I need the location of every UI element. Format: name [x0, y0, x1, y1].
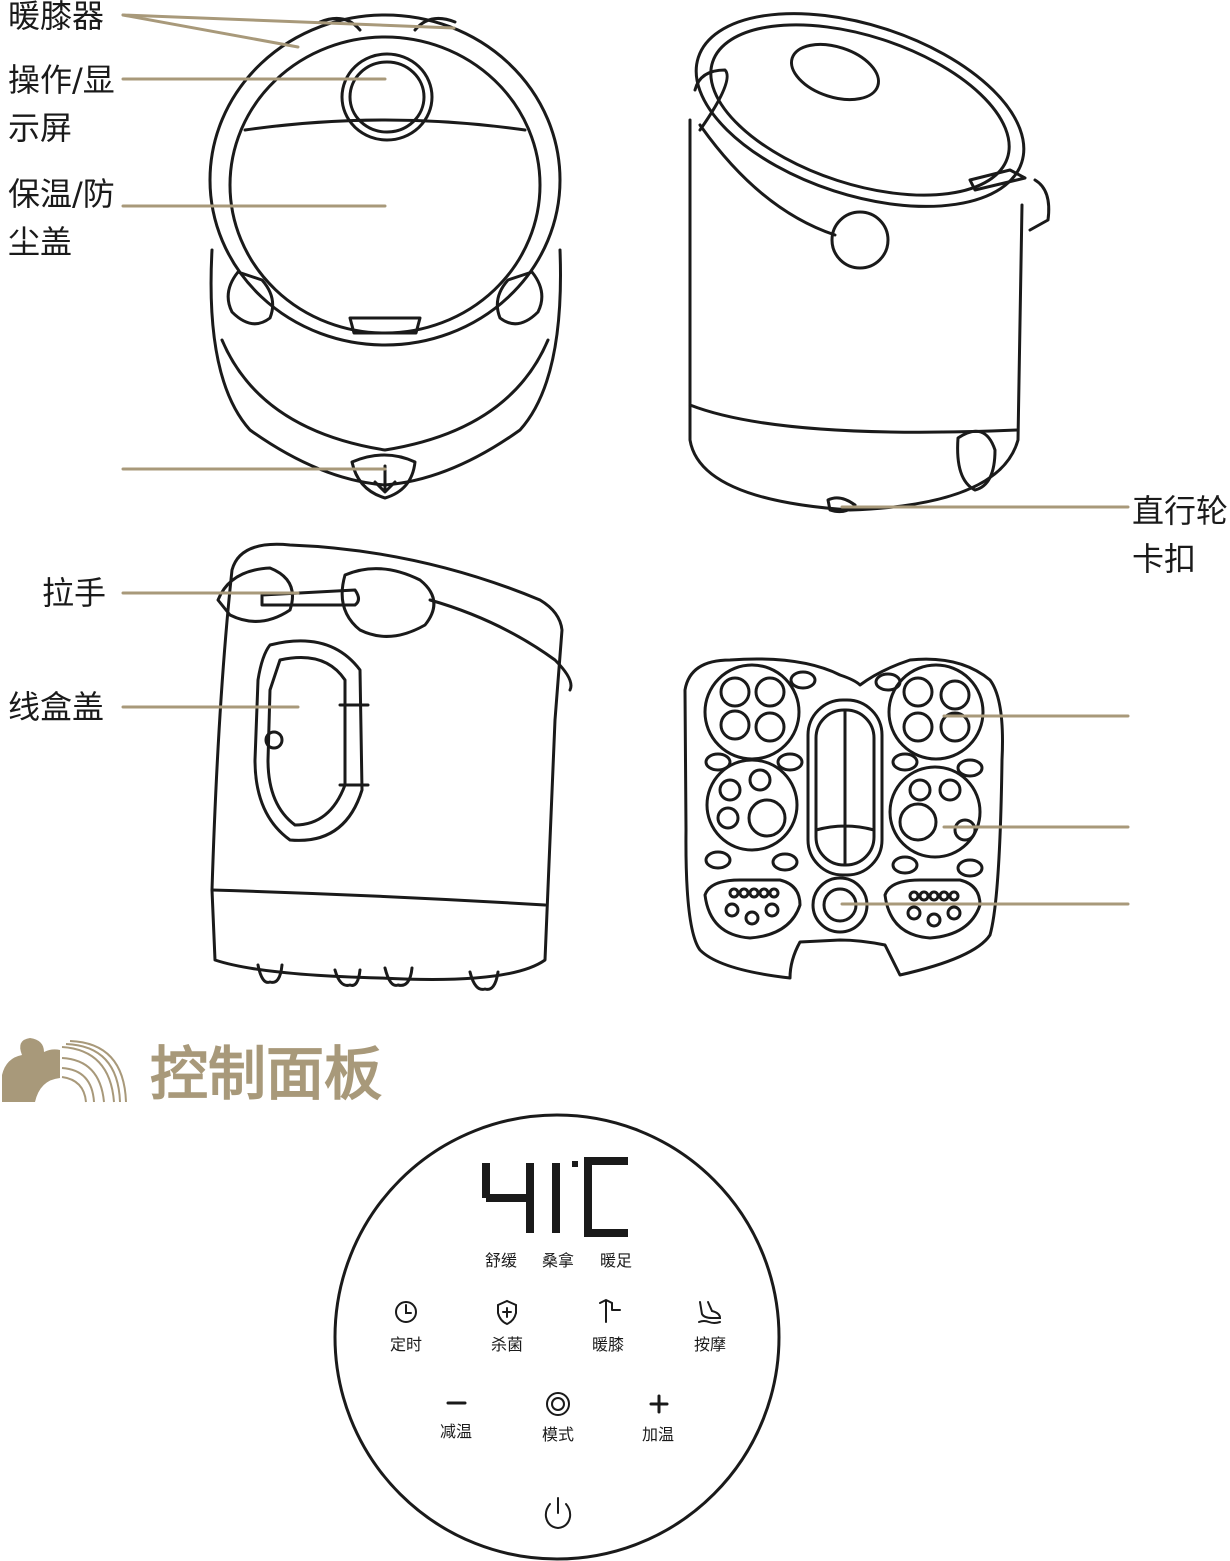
section-title: 控制面板	[150, 1040, 383, 1108]
knee-icon	[599, 1298, 621, 1323]
temp-up-button[interactable]: 加温	[613, 1425, 703, 1445]
mode-button[interactable]: 模式	[513, 1425, 603, 1445]
temperature-readout: 41°C	[482, 1160, 632, 1161]
handle-label: 拉手	[42, 574, 107, 612]
temp-down-button-label: 减温	[439, 1422, 472, 1441]
label-handle: 拉手	[42, 569, 106, 617]
mode-label-sauna: 桑拿	[541, 1251, 574, 1270]
leader-lines	[121, 13, 1130, 906]
lid-label-line1: 保温/防	[8, 175, 115, 213]
label-knee-warmer: 暖膝器	[8, 0, 104, 40]
control-panel-outline	[333, 1113, 781, 1561]
display-label-line2: 示屏	[8, 109, 73, 147]
shield-plus-icon	[497, 1299, 517, 1326]
temperature-value: 41	[537, 1160, 557, 1161]
mode-icon	[546, 1392, 570, 1416]
sterilize-button[interactable]: 杀菌	[462, 1335, 552, 1355]
timer-button[interactable]: 定时	[361, 1335, 451, 1355]
back-view-drawing	[210, 542, 573, 991]
label-display: 操作/显 示屏	[8, 56, 115, 152]
temperature-seven-segment	[482, 1157, 628, 1237]
section-logo-icon	[2, 1038, 127, 1103]
front-view-drawing	[208, 13, 562, 500]
mode-button-label: 模式	[541, 1425, 574, 1444]
temp-up-button-label: 加温	[641, 1425, 674, 1444]
label-lid: 保温/防 尘盖	[8, 170, 115, 266]
timer-button-label: 定时	[389, 1335, 422, 1354]
lid-label-line2: 尘盖	[8, 223, 73, 261]
knee-warmer-label: 暖膝器	[8, 0, 105, 35]
mode-label-foot-warm: 暖足	[599, 1251, 632, 1270]
knee-warm-button[interactable]: 暖膝	[563, 1335, 653, 1355]
clock-icon	[395, 1301, 417, 1323]
label-cable-cover: 线盒盖	[8, 683, 104, 731]
cable-cover-label: 线盒盖	[8, 688, 105, 726]
temp-down-button[interactable]: 减温	[411, 1422, 501, 1442]
label-wheel-clip: 直行轮 卡扣	[1132, 487, 1228, 583]
knee-warm-button-label: 暖膝	[591, 1335, 624, 1354]
side-view-drawing	[688, 12, 1051, 514]
wheel-label-line1: 直行轮	[1132, 492, 1229, 530]
power-icon[interactable]	[544, 1497, 572, 1530]
degree-mark	[572, 1161, 578, 1167]
massage-button-label: 按摩	[693, 1335, 726, 1354]
foot-icon	[698, 1301, 722, 1324]
temperature-unit: °C	[558, 1160, 577, 1161]
celsius-letter	[584, 1157, 628, 1237]
sterilize-button-label: 杀菌	[490, 1335, 523, 1354]
plus-icon	[649, 1394, 669, 1414]
display-label-line1: 操作/显	[8, 61, 115, 99]
wheel-label-line2: 卡扣	[1132, 540, 1197, 578]
massage-plate-drawing	[683, 657, 1004, 980]
massage-button[interactable]: 按摩	[665, 1335, 755, 1355]
mode-label-soothe: 舒缓	[484, 1251, 517, 1270]
